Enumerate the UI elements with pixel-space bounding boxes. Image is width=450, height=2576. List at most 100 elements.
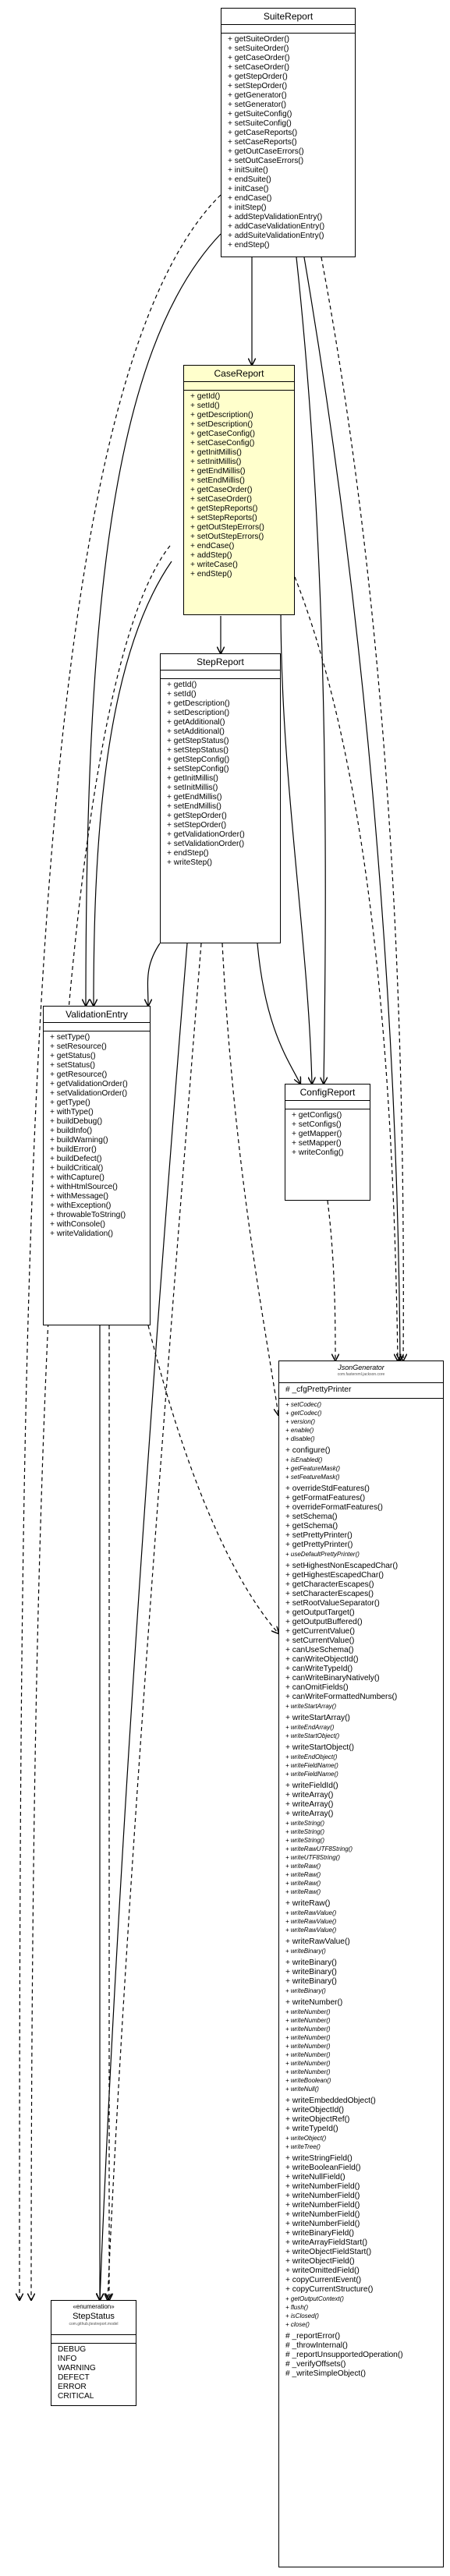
method-list: + getId()+ setId()+ getDescription()+ se… xyxy=(184,391,294,582)
method-item: + setConfigs() xyxy=(292,1120,342,1129)
method-item: + setStepOrder() xyxy=(228,82,288,90)
method-item: + getCharacterEscapes() xyxy=(285,1580,374,1589)
method-item: + withMessage() xyxy=(50,1192,109,1201)
method-item: + addCaseValidationEntry() xyxy=(228,222,325,231)
class-fields xyxy=(184,382,294,391)
enum-literal: DEFECT xyxy=(58,2373,90,2382)
method-item: + writeNumberField() xyxy=(285,2220,360,2228)
method-item: + writeObjectId() xyxy=(285,2106,345,2114)
method-item: + writeBoolean() xyxy=(285,2077,331,2084)
class-fields xyxy=(44,1023,150,1031)
method-item: + writeArray() xyxy=(285,1800,334,1809)
method-item: + canWriteFormattedNumbers() xyxy=(285,1693,398,1701)
method-item: + version() xyxy=(285,1418,316,1425)
class-suite-report[interactable]: SuiteReport + getSuiteOrder()+ setSuiteO… xyxy=(221,8,356,257)
edge-suite-to-json-1 xyxy=(303,257,400,1361)
method-item: + endCase() xyxy=(190,542,235,550)
method-item: + setDescription() xyxy=(190,420,253,429)
method-item: + buildCritical() xyxy=(50,1164,104,1173)
method-item: + useDefaultPrettyPrinter() xyxy=(285,1551,360,1558)
method-item: + writeRawValue() xyxy=(285,1909,337,1916)
class-case-report[interactable]: CaseReport + getId()+ setId()+ getDescri… xyxy=(183,365,295,615)
method-item: + getId() xyxy=(167,681,197,689)
edge-step-to-validation xyxy=(147,943,161,1006)
method-item: + getHighestEscapedChar() xyxy=(285,1571,384,1580)
package-label: com.github.jtestreport.model xyxy=(69,2322,119,2327)
method-item: + writeRaw() xyxy=(285,1871,321,1878)
method-item: + writeBinary() xyxy=(285,1948,326,1955)
enum-literal: DEBUG xyxy=(58,2345,87,2354)
method-item: + getDescription() xyxy=(190,411,253,419)
method-item: + writeRawValue() xyxy=(285,1918,337,1925)
method-item: # _writeSimpleObject() xyxy=(285,2369,367,2378)
method-item: + writeBinary() xyxy=(285,1959,337,1967)
method-item: + withConsole() xyxy=(50,1220,106,1229)
method-item: + getCaseReports() xyxy=(228,129,298,137)
method-item: + writeRawValue() xyxy=(285,1927,337,1934)
class-name: StepStatus xyxy=(73,2312,115,2321)
class-header: JsonGenerator com.fasterxml.jackson.core xyxy=(279,1361,443,1383)
enum-literal: ERROR xyxy=(58,2383,87,2391)
method-item: + setGenerator() xyxy=(228,101,287,109)
method-item: + writeStartArray() xyxy=(285,1714,350,1722)
method-item: + writeBinary() xyxy=(285,1987,326,1994)
class-fields xyxy=(161,671,280,679)
method-item: + buildError() xyxy=(50,1145,97,1154)
method-item: + buildDefect() xyxy=(50,1155,102,1163)
method-item: + overrideStdFeatures() xyxy=(285,1484,370,1493)
method-item: + getConfigs() xyxy=(292,1111,342,1120)
method-item: + flush() xyxy=(285,2304,309,2311)
method-item: + getDescription() xyxy=(167,699,230,708)
edge-suite-to-validation xyxy=(86,233,221,1006)
enum-header: «enumeration» StepStatus com.github.jtes… xyxy=(51,2301,136,2335)
method-item: + getStepReports() xyxy=(190,504,258,513)
method-item: + writeNumberField() xyxy=(285,2210,360,2219)
method-item: + copyCurrentStructure() xyxy=(285,2285,374,2294)
method-item: + getSuiteConfig() xyxy=(228,110,292,119)
method-item: + writeBinary() xyxy=(285,1968,337,1976)
edge-suite-to-json-2 xyxy=(321,257,403,1361)
method-item: + withHtmlSource() xyxy=(50,1183,118,1191)
class-json-generator[interactable]: JsonGenerator com.fasterxml.jackson.core… xyxy=(278,1361,444,2567)
method-item: + setStepOrder() xyxy=(167,821,227,830)
method-item: + getSchema() xyxy=(285,1522,338,1530)
method-item: + withType() xyxy=(50,1108,94,1116)
method-item: + getEndMillis() xyxy=(190,467,246,476)
method-item: + writeOmittedField() xyxy=(285,2266,360,2275)
method-item: + writeArray() xyxy=(285,1791,334,1799)
method-item: # _verifyOffsets() xyxy=(285,2360,346,2369)
method-item: + writeBinary() xyxy=(285,1977,337,1986)
edge-step-to-config xyxy=(257,943,300,1084)
method-item: + getId() xyxy=(190,392,221,401)
method-item: + writeValidation() xyxy=(50,1230,114,1238)
method-item: + setId() xyxy=(167,690,197,699)
method-item: + getOutputContext() xyxy=(285,2295,344,2302)
class-step-report[interactable]: StepReport + getId()+ setId()+ getDescri… xyxy=(160,653,281,943)
method-list: + getConfigs()+ setConfigs()+ getMapper(… xyxy=(285,1109,370,1161)
method-item: # _throwInternal() xyxy=(285,2341,348,2350)
method-item: + writeObject() xyxy=(285,2135,327,2142)
method-item: + getOutStepErrors() xyxy=(190,523,264,532)
method-item: + setInitMillis() xyxy=(167,784,218,792)
enum-step-status[interactable]: «enumeration» StepStatus com.github.jtes… xyxy=(51,2300,136,2406)
method-item: + getPrettyPrinter() xyxy=(285,1541,353,1549)
method-item: + canWriteObjectId() xyxy=(285,1655,359,1664)
method-item: + writeString() xyxy=(285,1820,325,1827)
method-item: + writeObjectFieldStart() xyxy=(285,2248,372,2256)
enum-literal: INFO xyxy=(58,2355,77,2363)
method-item: + getStepOrder() xyxy=(228,73,288,81)
class-config-report[interactable]: ConfigReport + getConfigs()+ setConfigs(… xyxy=(285,1084,370,1201)
method-item: + writeNumber() xyxy=(285,2051,331,2058)
method-item: + writeNullField() xyxy=(285,2173,345,2181)
method-item: # _reportUnsupportedOperation() xyxy=(285,2351,403,2359)
method-item: + isEnabled() xyxy=(285,1456,323,1463)
method-item: + canWriteBinaryNatively() xyxy=(285,1674,380,1683)
package-label: com.fasterxml.jackson.core xyxy=(337,1372,385,1377)
class-name: SuiteReport xyxy=(221,9,355,25)
field-item: # _cfgPrettyPrinter xyxy=(285,1385,352,1394)
method-item: + getFormatFeatures() xyxy=(285,1494,366,1502)
class-validation-entry[interactable]: ValidationEntry + setType()+ setResource… xyxy=(43,1006,151,1325)
method-item: + setAdditional() xyxy=(167,727,225,736)
method-item: + initStep() xyxy=(228,203,267,212)
